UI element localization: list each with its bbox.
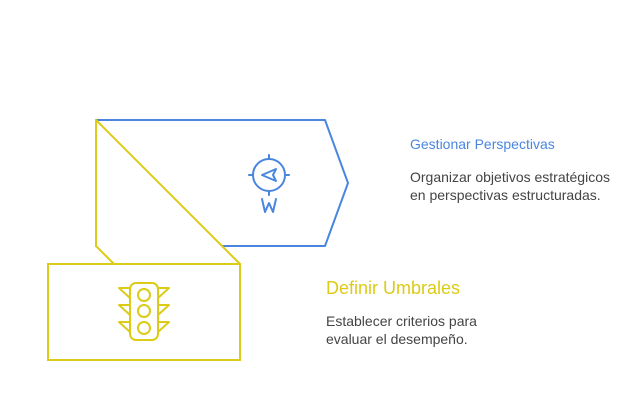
step-2-description: Establecer criterios para evaluar el des…: [326, 313, 477, 347]
step-1-title: Gestionar Perspectivas: [410, 136, 555, 152]
step-2-text: Definir Umbrales Establecer criterios pa…: [326, 277, 526, 348]
compass-icon: [248, 154, 290, 213]
step-1-description: Organizar objetivos estratégicos en pers…: [410, 169, 610, 203]
step-2-card: [47, 263, 241, 361]
step-1-text: Gestionar Perspectivas Organizar objetiv…: [410, 135, 610, 204]
traffic-light-icon: [118, 282, 170, 341]
step-2-title: Definir Umbrales: [326, 278, 461, 298]
